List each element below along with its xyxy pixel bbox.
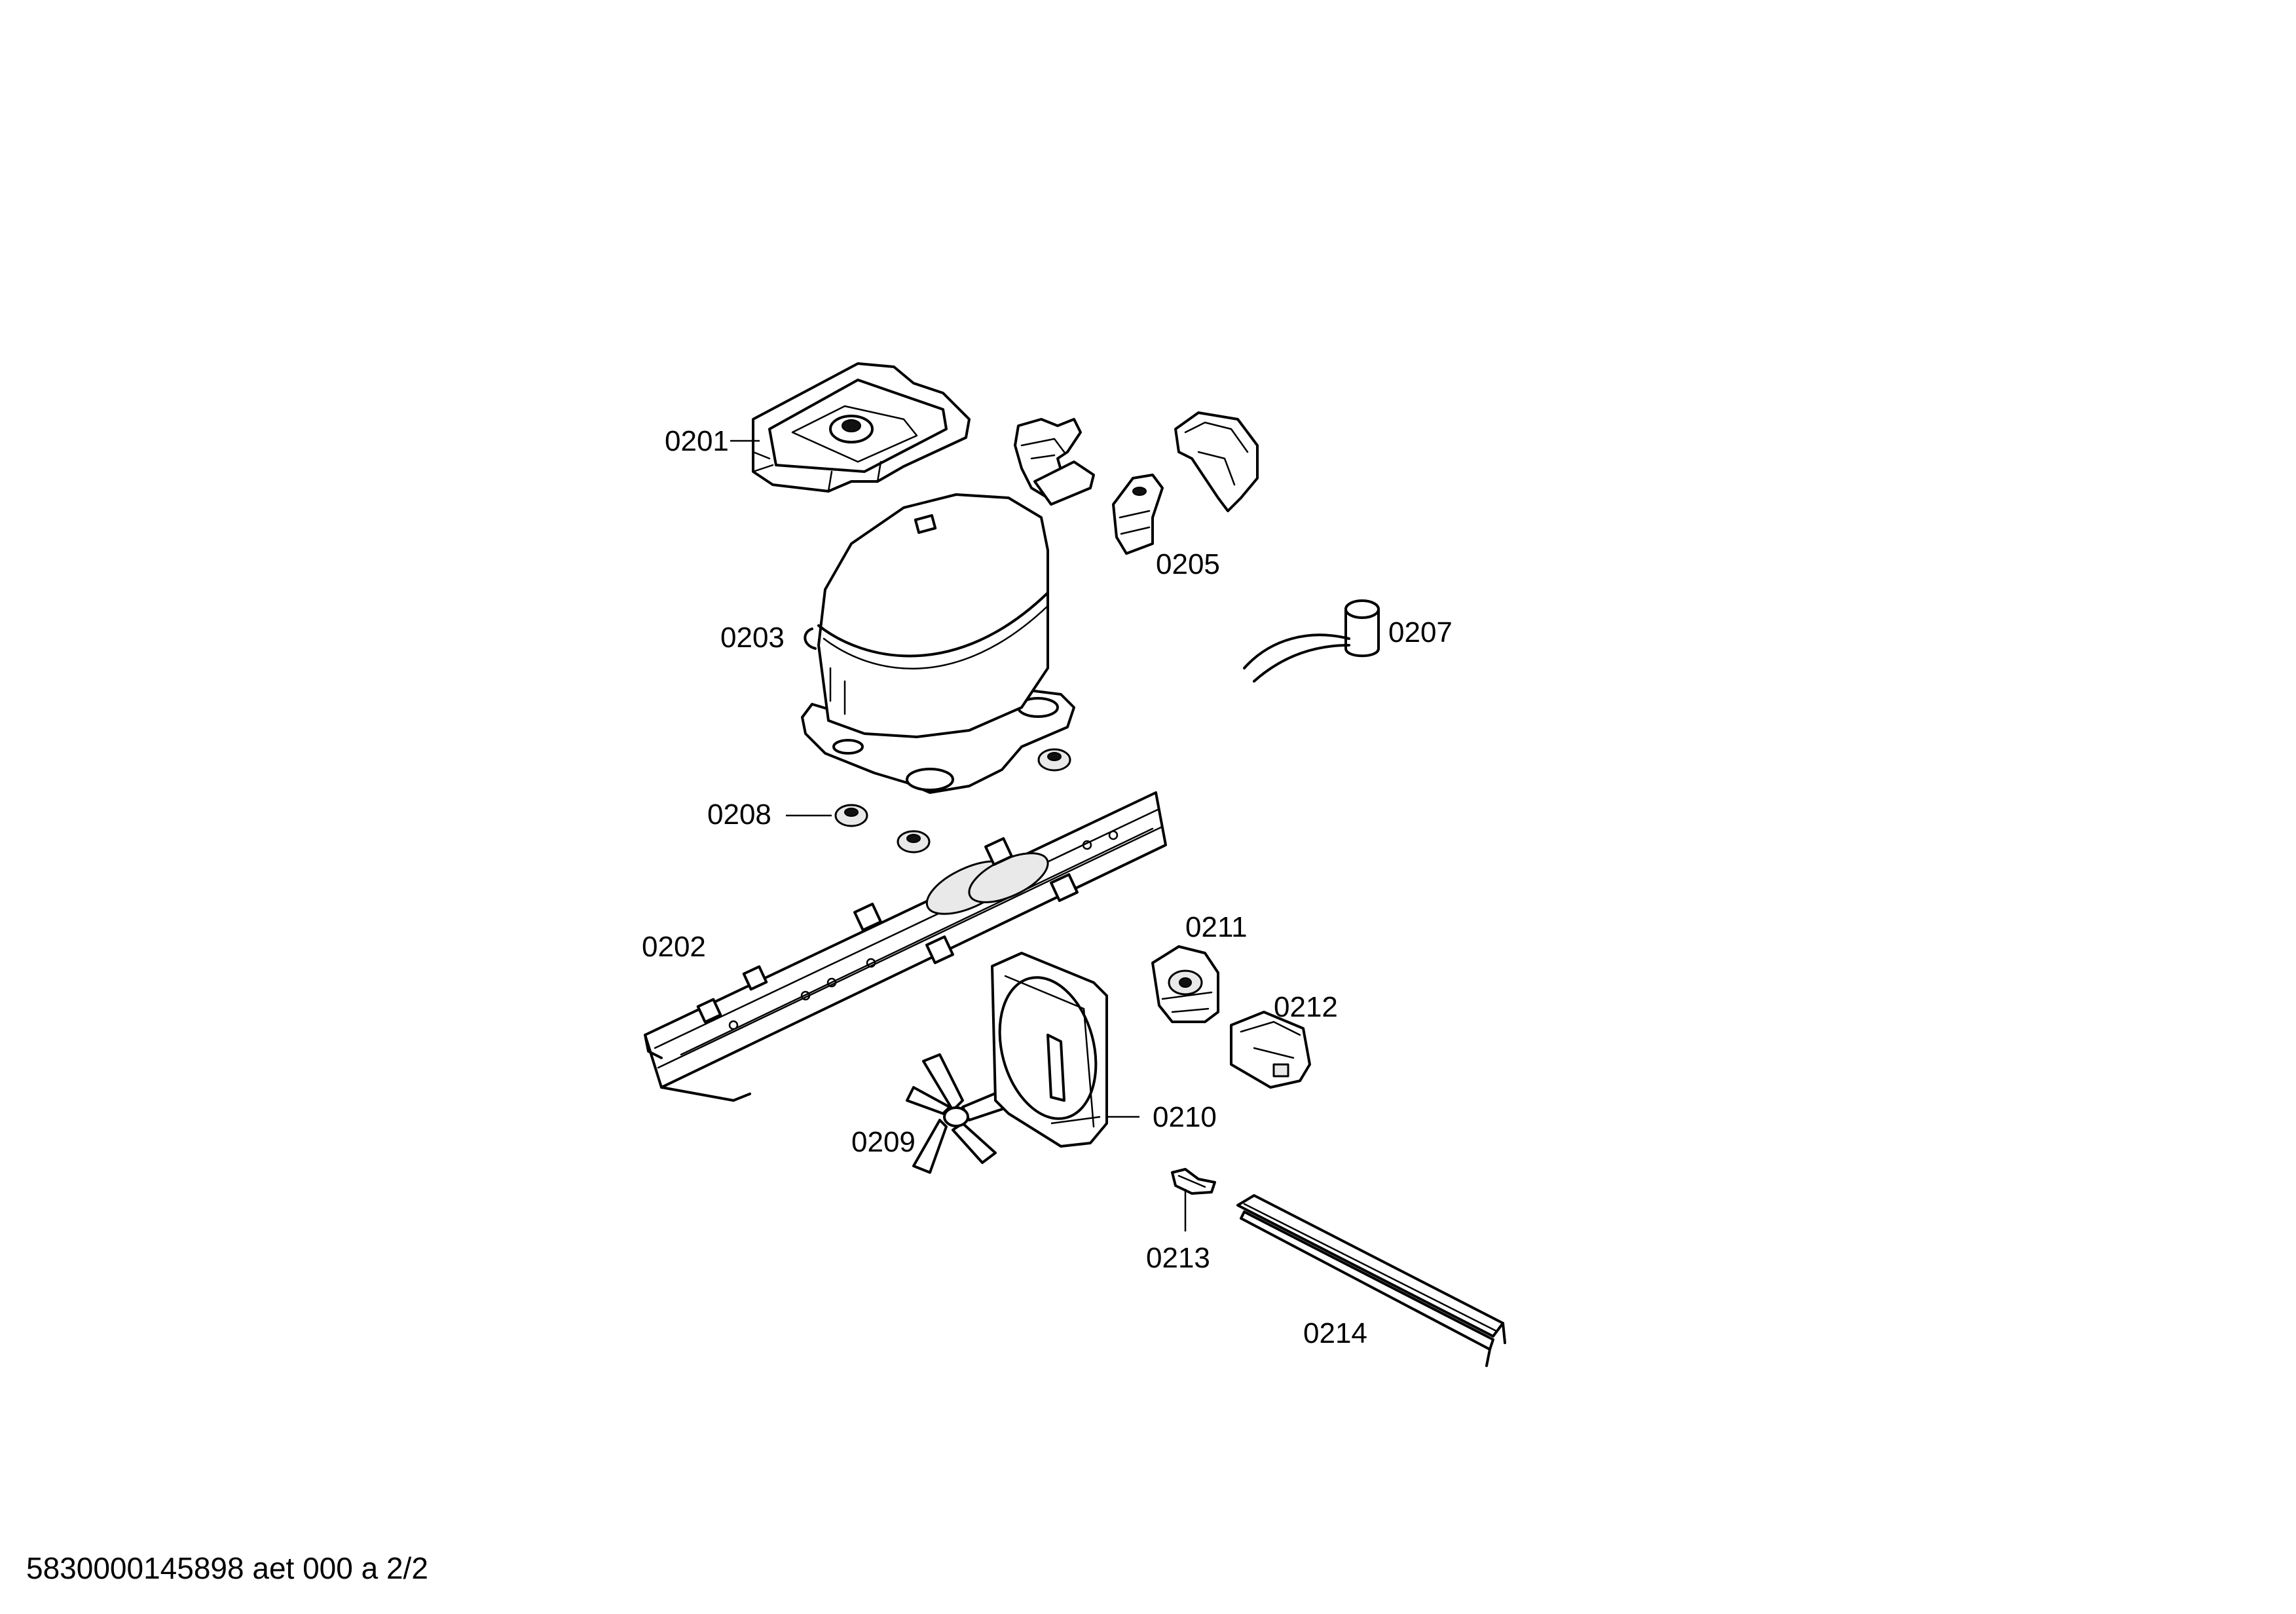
label-0207: 0207 [1388, 616, 1453, 648]
part-0212-terminal-block [1230, 1011, 1311, 1089]
label-0209: 0209 [851, 1126, 916, 1158]
grommet [834, 804, 868, 827]
label-0214: 0214 [1303, 1317, 1367, 1349]
label-0208: 0208 [707, 798, 771, 831]
part-0202-base-plate [644, 791, 1167, 1102]
label-0203: 0203 [720, 622, 785, 654]
part-0205-relay-parts [1014, 411, 1259, 555]
grommet [897, 830, 931, 854]
label-0202: 0202 [642, 931, 706, 963]
label-0201: 0201 [665, 425, 729, 457]
part-0213-clip [1171, 1168, 1216, 1195]
label-0211: 0211 [1185, 911, 1248, 943]
label-0205: 0205 [1156, 548, 1220, 580]
part-0203-compressor [801, 493, 1075, 794]
part-0209-fan-blade [906, 1053, 1010, 1174]
grommet [1037, 748, 1071, 772]
part-0214-rail [1236, 1194, 1506, 1367]
label-0212: 0212 [1274, 991, 1338, 1023]
part-0208-grommets [834, 748, 1071, 854]
part-0207-capacitor [1243, 599, 1380, 683]
leader-lines [730, 440, 1187, 1231]
part-0201-top-cover [752, 362, 971, 493]
part-0210-fan-shroud [991, 952, 1108, 1148]
part-0211-fan-motor [1151, 945, 1219, 1023]
label-0213: 0213 [1146, 1242, 1210, 1274]
label-0210: 0210 [1153, 1101, 1217, 1133]
document-reference-code: 5830000145898 aet 000 a 2/2 [26, 1551, 428, 1585]
